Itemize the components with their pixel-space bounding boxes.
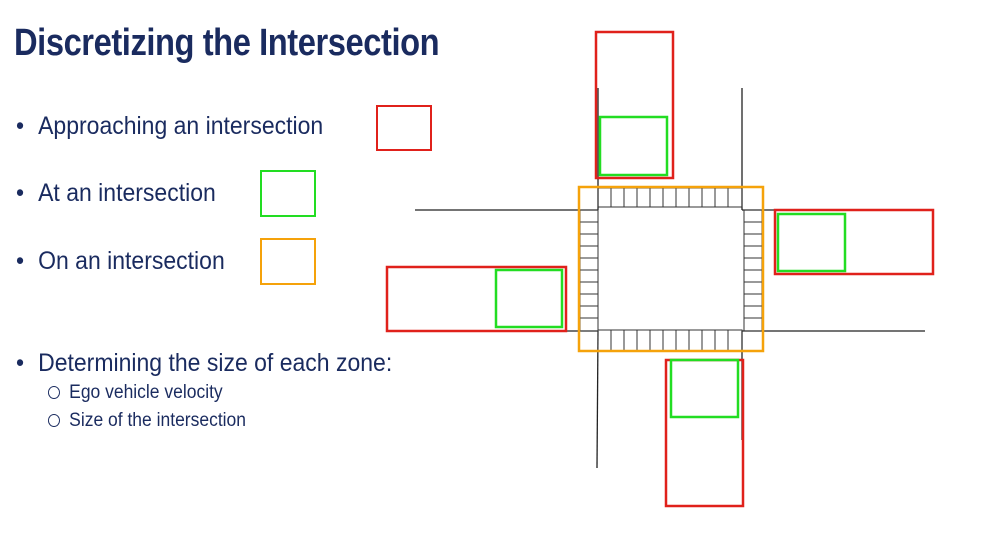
legend-at-zone [260,170,316,217]
bullet-text: Approaching an intersection [38,112,324,140]
subbullet-circle [48,414,60,427]
approach-zone-east [773,208,935,276]
legend-approach-zone [376,105,432,151]
at-zone-east [776,212,847,273]
bullet-on: • On an intersection [16,247,225,276]
crosswalks [579,187,763,352]
at-zones [494,115,847,419]
at-zone-south [669,358,740,419]
legend-on-zone [260,238,316,285]
approach-zone-south [664,358,745,508]
approach-zone-north [594,30,675,180]
at-zone-north [598,115,669,177]
bullet-text: At an intersection [38,179,216,207]
bullet-dot: • [16,112,25,140]
crosswalk-bottom [597,329,743,352]
subbullet-size: Size of the intersection [48,410,246,432]
approach-zone-west [385,265,568,333]
bullet-text: Determining the size of each zone: [38,349,393,377]
crosswalk-top [597,187,743,208]
approach-zones [385,30,935,508]
subbullet-text: Size of the intersection [69,410,247,431]
bullet-approaching: • Approaching an intersection [16,112,323,141]
subbullet-circle [48,386,60,399]
bullet-dot: • [16,179,25,207]
bullet-dot: • [16,247,25,275]
subbullet-velocity: Ego vehicle velocity [48,382,223,404]
road-edge [596,330,599,469]
on-zone-box [577,185,765,353]
at-zone-west [494,268,564,329]
bullet-text: On an intersection [38,247,225,275]
slide-title: Discretizing the Intersection [14,22,440,64]
bullet-dot: • [16,349,25,377]
bullet-zone-size: • Determining the size of each zone: [16,349,392,378]
subbullet-text: Ego vehicle velocity [69,382,223,403]
bullet-at: • At an intersection [16,179,216,208]
